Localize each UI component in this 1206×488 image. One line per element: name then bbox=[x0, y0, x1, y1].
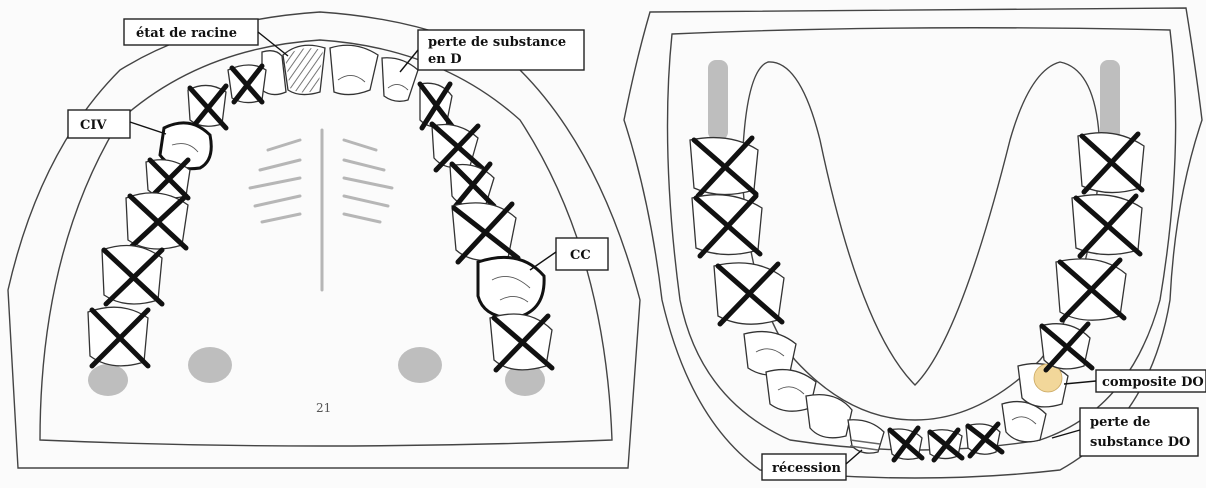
label-recession: récession bbox=[762, 450, 862, 480]
palatal-rugae bbox=[250, 130, 392, 290]
svg-text:substance DO: substance DO bbox=[1090, 435, 1190, 450]
label-root-state: état de racine bbox=[124, 19, 288, 56]
svg-text:en D: en D bbox=[428, 52, 462, 67]
svg-text:composite DO: composite DO bbox=[1102, 375, 1204, 390]
label-composite-do: composite DO bbox=[1064, 370, 1206, 392]
svg-text:récession: récession bbox=[772, 461, 842, 476]
upper-cast-mark: 21 bbox=[316, 401, 331, 415]
upper-teeth bbox=[88, 45, 552, 370]
svg-text:perte de substance: perte de substance bbox=[428, 35, 566, 50]
upper-tooth-22 bbox=[382, 58, 418, 102]
svg-text:état de racine: état de racine bbox=[136, 26, 237, 41]
root-state-hatch bbox=[285, 48, 323, 92]
svg-text:CIV: CIV bbox=[80, 118, 107, 133]
label-substance-loss-do: perte de substance DO bbox=[1052, 408, 1198, 456]
lower-tooth-45 bbox=[744, 332, 796, 376]
lower-arch: composite DO perte de substance DO réces… bbox=[624, 8, 1206, 480]
upper-arch: 21 bbox=[8, 12, 640, 468]
upper-speckle-areas bbox=[88, 347, 545, 396]
label-civ: CIV bbox=[68, 110, 166, 138]
upper-cast-outline bbox=[8, 12, 640, 468]
svg-text:CC: CC bbox=[570, 248, 591, 263]
lower-teeth bbox=[690, 133, 1144, 460]
svg-text:perte de: perte de bbox=[1090, 415, 1150, 430]
upper-tooth-21 bbox=[330, 45, 378, 94]
label-cc: CC bbox=[530, 238, 608, 270]
lower-tooth-33 bbox=[1002, 402, 1046, 442]
label-substance-loss-d: perte de substance en D bbox=[400, 30, 584, 72]
lower-speckle-areas bbox=[708, 60, 1120, 140]
